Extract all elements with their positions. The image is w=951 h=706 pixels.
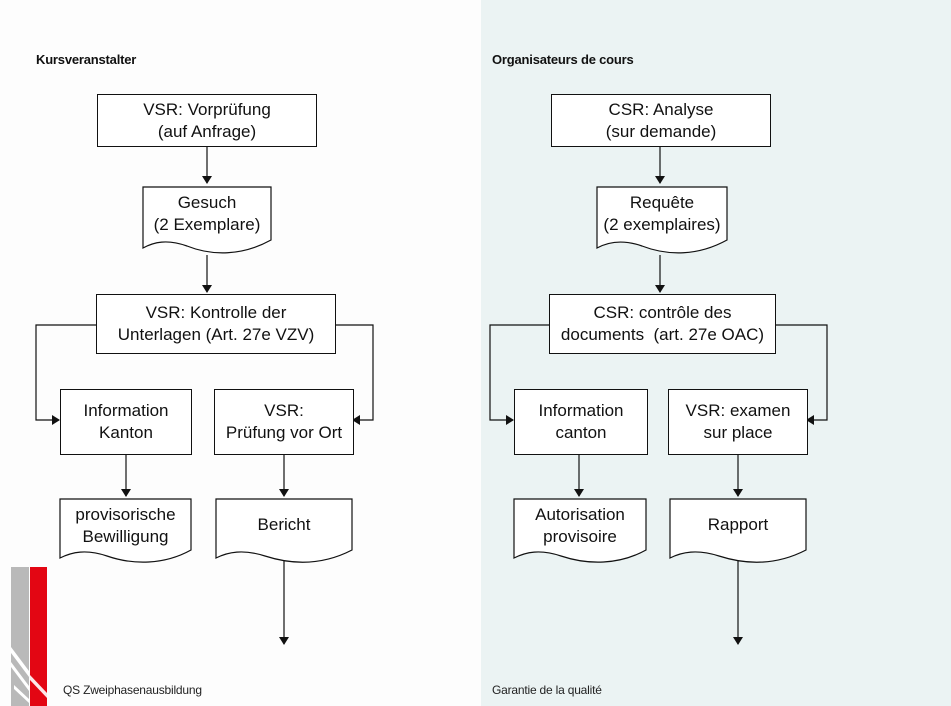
right-request-document: Requête (2 exemplaires) <box>596 186 728 258</box>
box-line: VSR: Vorprüfung <box>143 99 271 119</box>
doc-line: (2 exemplaires) <box>603 215 721 234</box>
doc-line: Rapport <box>707 515 769 534</box>
box-line: Kanton <box>99 423 153 442</box>
box-line: VSR: examen <box>685 401 791 420</box>
arrow-right-control-to-info <box>489 324 549 425</box>
box-line: canton <box>555 423 607 442</box>
arrow-left-control-to-info <box>35 324 96 425</box>
box-line: sur place <box>703 423 773 442</box>
arrow-right-control-to-exam <box>775 324 828 425</box>
arrow-left-control-to-exam <box>336 324 374 425</box>
right-info-canton-box: Information canton <box>514 389 648 455</box>
box-line: (auf Anfrage) <box>157 121 257 141</box>
doc-line: (2 Exemplare) <box>153 215 261 234</box>
box-line: Information <box>83 401 169 420</box>
left-request-document: Gesuch (2 Exemplare) <box>142 186 272 258</box>
document-shape-icon <box>513 498 647 563</box>
box-line: documents (art. 27e OAC) <box>560 325 765 344</box>
doc-line: provisoire <box>543 527 617 546</box>
left-info-canton-box: Information Kanton <box>60 389 192 455</box>
right-footer: Garantie de la qualité <box>492 683 602 697</box>
document-shape-icon <box>215 498 353 563</box>
right-analysis-box: CSR: Analyse (sur demande) <box>551 94 771 147</box>
right-onsite-exam-box: VSR: examen sur place <box>668 389 808 455</box>
left-document-control-box: VSR: Kontrolle der Unterlagen (Art. 27e … <box>96 294 336 354</box>
box-line: Unterlagen (Art. 27e VZV) <box>117 325 315 344</box>
left-onsite-exam-box: VSR: Prüfung vor Ort <box>214 389 354 455</box>
right-provisional-approval-document: Autorisation provisoire <box>513 498 647 566</box>
left-heading: Kursveranstalter <box>36 52 137 67</box>
document-shape-icon <box>142 186 272 254</box>
doc-line: Bericht <box>257 515 311 534</box>
doc-line: Bewilligung <box>82 527 169 546</box>
right-document-control-box: CSR: contrôle des documents (art. 27e OA… <box>549 294 776 354</box>
doc-line: Gesuch <box>177 193 237 212</box>
box-line: CSR: Analyse <box>608 99 714 119</box>
doc-line: provisorische <box>75 505 176 524</box>
box-line: Information <box>538 401 624 420</box>
logo-stripes-icon <box>11 567 47 706</box>
left-footer: QS Zweiphasenausbildung <box>63 683 202 697</box>
left-preliminary-check-box: VSR: Vorprüfung (auf Anfrage) <box>97 94 317 147</box>
box-line: Prüfung vor Ort <box>225 423 343 442</box>
right-heading: Organisateurs de cours <box>492 52 634 67</box>
box-line: VSR: <box>264 401 304 420</box>
right-report-document: Rapport <box>669 498 807 566</box>
doc-line: Requête <box>629 193 695 212</box>
document-shape-icon <box>596 186 728 254</box>
left-report-document: Bericht <box>215 498 353 566</box>
box-line: CSR: contrôle des <box>593 303 732 322</box>
box-line: (sur demande) <box>605 121 717 141</box>
document-shape-icon <box>669 498 807 563</box>
doc-line: Autorisation <box>535 505 625 524</box>
box-line: VSR: Kontrolle der <box>145 303 287 322</box>
document-shape-icon <box>59 498 192 563</box>
left-provisional-approval-document: provisorische Bewilligung <box>59 498 192 566</box>
